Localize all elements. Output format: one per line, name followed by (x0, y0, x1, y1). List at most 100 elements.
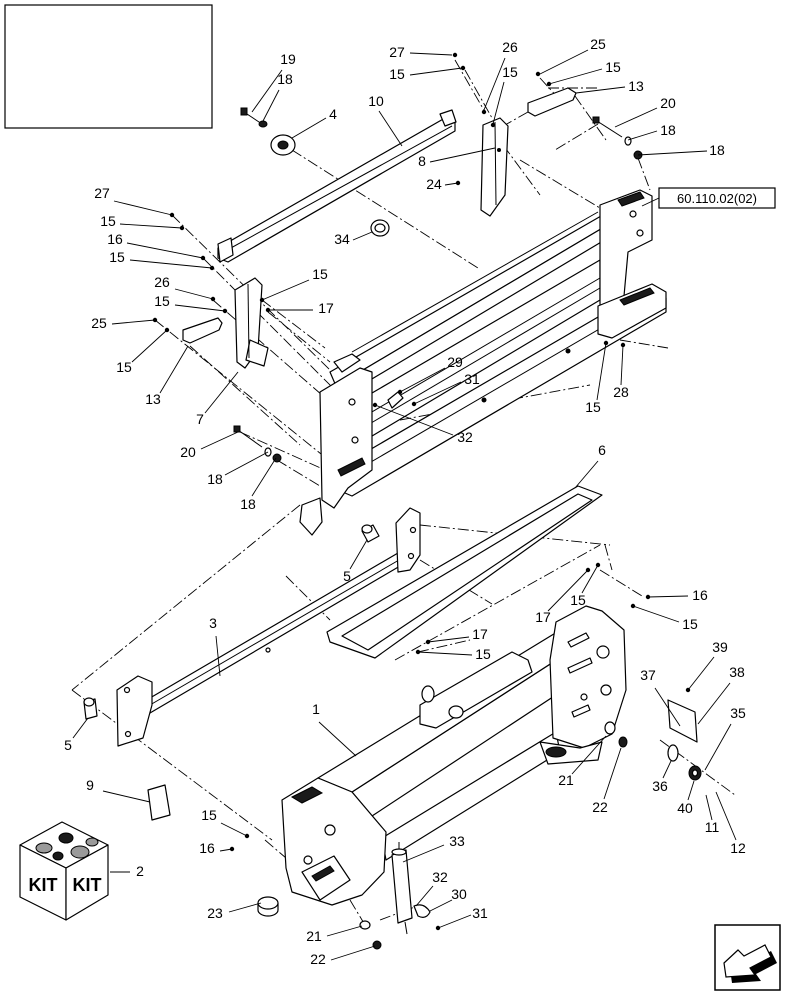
callout[interactable]: 12 (715, 791, 746, 856)
callout[interactable]: 22 (310, 945, 376, 967)
callout-number[interactable]: 23 (207, 905, 223, 921)
callout[interactable]: 17 (535, 569, 589, 625)
callout-number[interactable]: 16 (199, 840, 215, 856)
callout[interactable]: 37 (640, 667, 681, 727)
callout[interactable]: 29 (399, 354, 463, 393)
callout-number[interactable]: 25 (91, 315, 107, 331)
callout-number[interactable]: 15 (502, 64, 518, 80)
callout-number[interactable]: 19 (280, 51, 296, 67)
callout[interactable]: 11 (705, 794, 720, 835)
callout-number[interactable]: 15 (100, 213, 116, 229)
callout-number[interactable]: 11 (705, 819, 720, 835)
callout-number[interactable]: 27 (94, 185, 110, 201)
callout[interactable]: 35 (704, 705, 746, 771)
callout[interactable]: 39 (687, 639, 728, 691)
callout-number[interactable]: 35 (730, 705, 746, 721)
callout[interactable]: 32 (374, 404, 473, 445)
callout-number[interactable]: 31 (472, 905, 488, 921)
callout-number[interactable]: 21 (306, 928, 322, 944)
callout-number[interactable]: 36 (652, 778, 668, 794)
callout[interactable]: 26 (154, 274, 214, 300)
callout[interactable]: 27 (389, 44, 453, 60)
callout-number[interactable]: 15 (389, 66, 405, 82)
callout-number[interactable]: 15 (682, 616, 698, 632)
callout[interactable]: 20 (614, 95, 676, 128)
callout-number[interactable]: 40 (677, 800, 693, 816)
callout-number[interactable]: 15 (312, 266, 328, 282)
callout-number[interactable]: 25 (590, 36, 606, 52)
callout[interactable]: 15 (585, 342, 607, 415)
callout[interactable]: 15 (116, 329, 168, 375)
callout-number[interactable]: 15 (585, 399, 601, 415)
callout[interactable]: 15 (632, 605, 698, 632)
callout-number[interactable]: 39 (712, 639, 728, 655)
callout[interactable]: 25 (91, 315, 156, 331)
callout[interactable]: 15 (417, 646, 491, 662)
callout-number[interactable]: 33 (449, 833, 465, 849)
callout-number[interactable]: 26 (502, 39, 518, 55)
callout[interactable]: 5 (64, 717, 89, 753)
callout[interactable]: 26 (483, 39, 518, 111)
callout-number[interactable]: 18 (277, 71, 293, 87)
callout-number[interactable]: 5 (64, 737, 72, 753)
callout-number[interactable]: 18 (660, 122, 676, 138)
callout[interactable]: 18 (627, 122, 676, 141)
callout[interactable]: 13 (575, 78, 644, 94)
callout[interactable]: 16 (107, 231, 204, 259)
callout[interactable]: 36 (652, 760, 672, 794)
callout[interactable]: 1 (312, 701, 357, 757)
callout[interactable]: 15 (201, 807, 248, 837)
callout[interactable]: 17 (268, 300, 334, 316)
callout[interactable]: 15 (154, 293, 226, 312)
callout[interactable]: 24 (426, 176, 459, 192)
callout[interactable]: 15 (109, 249, 213, 269)
callout[interactable]: 18 (240, 457, 277, 512)
callout-number[interactable]: 4 (329, 106, 337, 122)
callout[interactable]: 18 (207, 451, 269, 487)
callout[interactable]: 27 (94, 185, 173, 216)
reference-link[interactable]: 60.110.02(02) (641, 187, 776, 209)
callout[interactable]: 15 (570, 564, 599, 608)
callout-number[interactable]: 16 (692, 587, 708, 603)
callout[interactable]: 6 (574, 442, 606, 489)
callout-number[interactable]: 32 (457, 429, 473, 445)
callout-number[interactable]: 17 (318, 300, 334, 316)
callout-number[interactable]: 34 (334, 231, 350, 247)
callout-number[interactable]: 20 (660, 95, 676, 111)
callout[interactable]: 2 (110, 863, 144, 879)
callout[interactable]: 33 (402, 833, 465, 863)
callout-number[interactable]: 15 (154, 293, 170, 309)
callout[interactable]: 13 (145, 345, 189, 407)
callout[interactable]: 40 (677, 780, 695, 816)
callout-number[interactable]: 32 (432, 869, 448, 885)
callout[interactable]: 32 (415, 869, 448, 907)
callout[interactable]: 15 (100, 213, 183, 229)
callout-number[interactable]: 22 (592, 799, 608, 815)
callout[interactable]: 23 (207, 902, 262, 921)
callout-number[interactable]: 31 (464, 371, 480, 387)
callout[interactable]: 18 (262, 71, 293, 122)
callout-number[interactable]: 15 (109, 249, 125, 265)
callout-number[interactable]: 18 (207, 471, 223, 487)
callout[interactable]: 8 (418, 147, 496, 169)
callout[interactable]: 15 (261, 266, 328, 301)
callout[interactable]: 38 (697, 664, 745, 725)
callout-number[interactable]: 18 (240, 496, 256, 512)
callout[interactable]: 34 (334, 231, 373, 247)
callout-number[interactable]: 9 (86, 777, 94, 793)
callout[interactable]: 19 (251, 51, 296, 113)
callout[interactable]: 20 (180, 431, 239, 460)
return-arrow-icon[interactable] (714, 924, 781, 991)
callout-number[interactable]: 21 (558, 772, 574, 788)
callout-number[interactable]: 8 (418, 153, 426, 169)
callout[interactable]: 10 (368, 93, 403, 147)
callout[interactable]: 21 (306, 925, 363, 944)
callout[interactable]: 16 (647, 587, 708, 603)
callout-number[interactable]: 12 (730, 840, 746, 856)
callout[interactable]: 16 (199, 840, 233, 856)
callout[interactable]: 4 (291, 106, 337, 139)
callout-number[interactable]: 1 (312, 701, 320, 717)
callout-number[interactable]: 18 (709, 142, 725, 158)
callout-number[interactable]: 15 (475, 646, 491, 662)
callout[interactable]: 22 (592, 747, 622, 815)
